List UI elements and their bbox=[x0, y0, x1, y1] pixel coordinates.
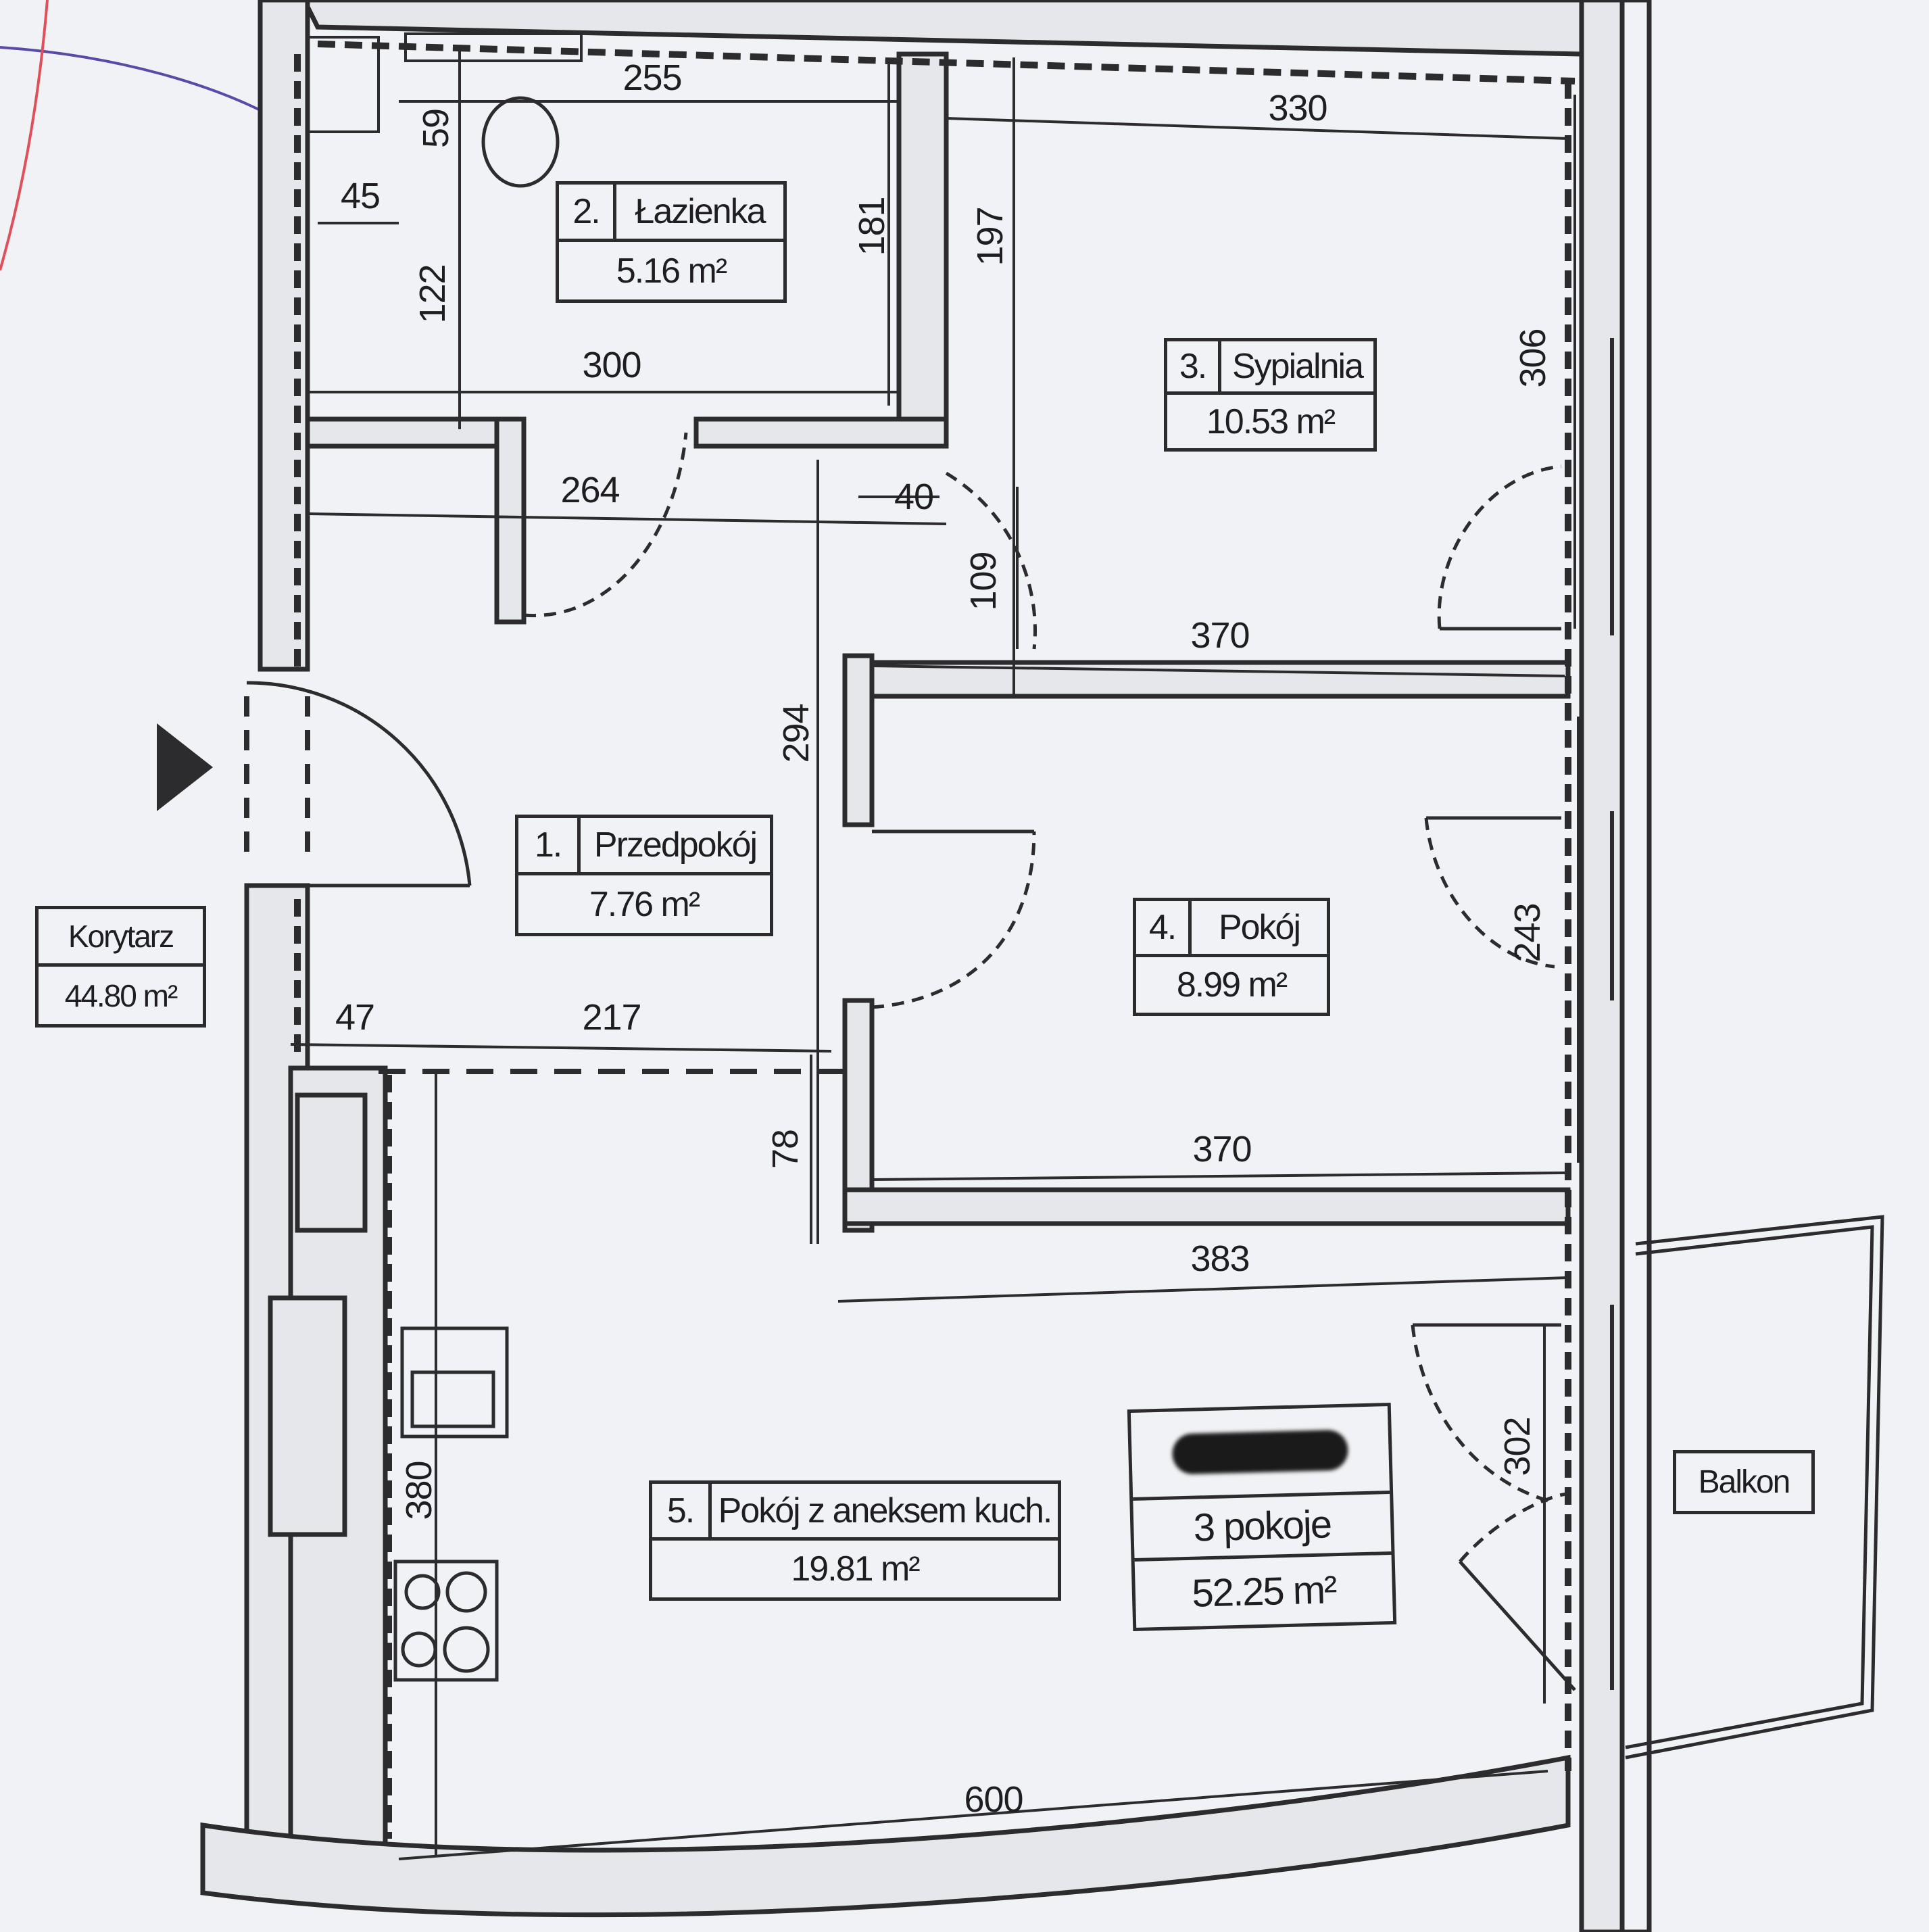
cabinet bbox=[295, 1092, 368, 1233]
room-label-pokoj-z-aneksem: 5. Pokój z aneksem kuch. 19.81 m² bbox=[649, 1480, 1061, 1601]
room-number: 2. bbox=[572, 192, 600, 231]
corridor-area: 44.80 m² bbox=[64, 977, 178, 1013]
room-number: 1. bbox=[534, 825, 562, 865]
red-pen-stroke bbox=[0, 0, 49, 271]
room-name: Pokój z aneksem kuch. bbox=[718, 1491, 1053, 1530]
dimension-302: 302 bbox=[1497, 1417, 1538, 1476]
wall-stub bbox=[494, 416, 527, 625]
dimension-370-lower: 370 bbox=[1192, 1129, 1252, 1169]
sink-icon bbox=[400, 1326, 509, 1439]
insulation-lines bbox=[294, 41, 1576, 1839]
dimension-78: 78 bbox=[765, 1129, 806, 1169]
dimension-109: 109 bbox=[963, 552, 1004, 611]
dimension-243: 243 bbox=[1507, 903, 1548, 963]
dimension-294: 294 bbox=[776, 704, 816, 763]
kitchen-fixtures bbox=[393, 1326, 509, 1682]
room-area: 7.76 m² bbox=[589, 884, 700, 924]
balcony-label: Balkon bbox=[1673, 1450, 1815, 1514]
redaction-scribble bbox=[1171, 1429, 1349, 1474]
dimension-300: 300 bbox=[582, 345, 641, 385]
summary-box: 3 pokoje 52.25 m² bbox=[1127, 1402, 1397, 1632]
dimension-lines bbox=[290, 47, 1580, 1860]
room-name: Pokój bbox=[1218, 907, 1301, 947]
dimension-181: 181 bbox=[852, 197, 892, 256]
room-name: Przedpokój bbox=[593, 825, 758, 865]
room-label-sypialnia: 3. Sypialnia 10.53 m² bbox=[1164, 338, 1377, 452]
entry-arrow-icon bbox=[157, 723, 213, 811]
dimension-330: 330 bbox=[1268, 88, 1327, 128]
doors bbox=[244, 419, 1576, 1691]
balcony-outline bbox=[1625, 1215, 1884, 1760]
room-area: 5.16 m² bbox=[616, 251, 727, 291]
dimension-264: 264 bbox=[560, 470, 620, 510]
wall-bathroom-bottom bbox=[693, 416, 949, 449]
washbasin-icon bbox=[306, 36, 380, 133]
dimension-600: 600 bbox=[964, 1779, 1023, 1820]
cabinet-2 bbox=[268, 1295, 347, 1537]
room-number: 5. bbox=[666, 1491, 695, 1530]
dimension-306: 306 bbox=[1513, 329, 1553, 388]
wall-partition-2 bbox=[842, 1187, 1571, 1226]
room-number: 3. bbox=[1179, 347, 1207, 386]
corridor-label: Korytarz 44.80 m² bbox=[35, 906, 206, 1028]
dimension-197: 197 bbox=[970, 207, 1010, 266]
dimension-59: 59 bbox=[416, 108, 456, 149]
room-label-pokoj: 4. Pokój 8.99 m² bbox=[1133, 898, 1330, 1016]
dimension-45: 45 bbox=[340, 176, 381, 216]
summary-area: 52.25 m² bbox=[1191, 1567, 1337, 1616]
dimension-217: 217 bbox=[582, 997, 641, 1038]
dimension-255: 255 bbox=[622, 57, 682, 98]
room-label-przedpokoj: 1. Przedpokój 7.76 m² bbox=[515, 815, 773, 936]
wall-bathroom-bottom-left bbox=[305, 416, 516, 449]
toilet-icon bbox=[481, 96, 560, 188]
dimension-122: 122 bbox=[412, 264, 453, 324]
room-area: 19.81 m² bbox=[791, 1549, 920, 1589]
redacted-area bbox=[1130, 1406, 1390, 1501]
summary-rooms: 3 pokoje bbox=[1192, 1502, 1332, 1550]
dimension-380: 380 bbox=[399, 1461, 439, 1520]
room-name: Łazienka bbox=[635, 192, 766, 231]
toilet-tank bbox=[404, 32, 583, 62]
dimension-383: 383 bbox=[1190, 1238, 1250, 1279]
room-area: 10.53 m² bbox=[1206, 402, 1336, 441]
room-label-lazienka: 2. Łazienka 5.16 m² bbox=[556, 181, 787, 303]
room-name: Sypialnia bbox=[1231, 347, 1364, 386]
wall-bathroom-right bbox=[896, 51, 949, 442]
dimension-40: 40 bbox=[894, 477, 934, 517]
room-area: 8.99 m² bbox=[1176, 965, 1288, 1005]
dimension-47: 47 bbox=[335, 997, 375, 1038]
dimension-370-upper: 370 bbox=[1190, 615, 1250, 656]
corridor-name: Korytarz bbox=[68, 919, 174, 954]
balcony-name: Balkon bbox=[1698, 1464, 1791, 1500]
wall-bottom bbox=[200, 1754, 1571, 1918]
wall-stub-2 bbox=[842, 653, 875, 827]
room-number: 4. bbox=[1148, 907, 1177, 947]
stove-icon bbox=[393, 1560, 499, 1682]
